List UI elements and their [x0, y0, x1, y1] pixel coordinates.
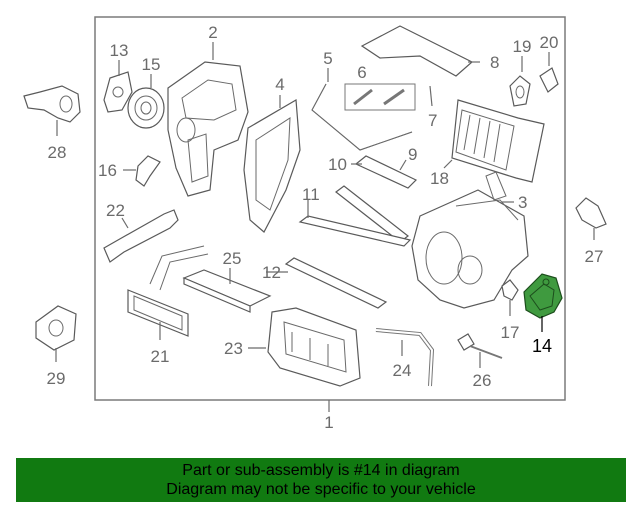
part-26-sensor: [457, 333, 503, 359]
part-17-clip: [501, 279, 519, 301]
callout-20: 20: [540, 33, 559, 52]
callout-14: 14: [532, 336, 552, 356]
part-14-detail: [529, 283, 555, 311]
callout-8: 8: [490, 53, 499, 72]
part-10-slat: [354, 155, 418, 189]
parts-diagram: 1 13 15 2 4 5 6: [23, 16, 607, 432]
callout-12: 12: [262, 263, 281, 282]
part-19-grommet: [509, 75, 531, 107]
callout-11: 11: [302, 185, 320, 204]
part-14-blower-motor-highlighted: [523, 273, 563, 319]
callout-16: 16: [98, 161, 117, 180]
part-14-body: [523, 273, 563, 319]
part-15-actuator: [127, 87, 165, 129]
callout-21: 21: [151, 347, 170, 366]
callout-5: 5: [323, 49, 332, 68]
callout-4: 4: [275, 75, 284, 94]
callout-2: 2: [208, 23, 217, 42]
callout-22: 22: [106, 201, 125, 220]
part-29-bracket: [35, 305, 77, 351]
part-18-heater-core: [451, 99, 545, 183]
callout-1: 1: [324, 413, 333, 432]
banner-line-2: Diagram may not be specific to your vehi…: [166, 481, 476, 498]
callout-9: 9: [408, 145, 417, 164]
part-14-connector: [542, 278, 550, 286]
part-8-frame-seal: [360, 25, 474, 77]
part-4-seal-plate: [243, 99, 301, 233]
part-28-bracket: [23, 85, 81, 123]
part-27-clip: [575, 197, 607, 229]
assembly-frame: [94, 16, 566, 401]
part-info-banner: Part or sub-assembly is #14 in diagram D…: [16, 458, 626, 502]
callout-6: 6: [357, 63, 366, 82]
callout-17: 17: [501, 323, 520, 342]
banner-line-1: Part or sub-assembly is #14 in diagram: [182, 462, 460, 479]
callout-3: 3: [518, 193, 527, 212]
part-25-filter: [182, 269, 272, 313]
part-2-upper-case: [167, 61, 249, 197]
part-13-bracket: [103, 71, 133, 113]
part-24-hose: [375, 328, 435, 387]
part-11-rod: [298, 185, 412, 247]
part-23-lower-tray: [267, 307, 361, 387]
callout-10: 10: [328, 155, 347, 174]
callout-19: 19: [513, 37, 532, 56]
callout-25: 25: [223, 249, 242, 268]
callout-29: 29: [47, 369, 66, 388]
callout-26: 26: [473, 371, 492, 390]
part-5-pipe: [311, 83, 413, 151]
callout-23: 23: [224, 339, 243, 358]
callout-7: 7: [428, 111, 437, 130]
part-16-lever: [135, 155, 161, 187]
callout-15: 15: [142, 55, 161, 74]
callout-27: 27: [585, 247, 604, 266]
callout-28: 28: [48, 143, 67, 162]
callout-13: 13: [110, 41, 129, 60]
callout-18: 18: [430, 169, 449, 188]
part-20-clip: [539, 67, 559, 93]
part-22-duct-arm: [103, 209, 179, 263]
callout-24: 24: [393, 361, 412, 380]
part-21-evaporator: [127, 245, 209, 337]
part-6-seal-pair: [344, 83, 416, 111]
part-12-rod: [284, 257, 388, 309]
part-3-lower-case: [411, 171, 529, 309]
